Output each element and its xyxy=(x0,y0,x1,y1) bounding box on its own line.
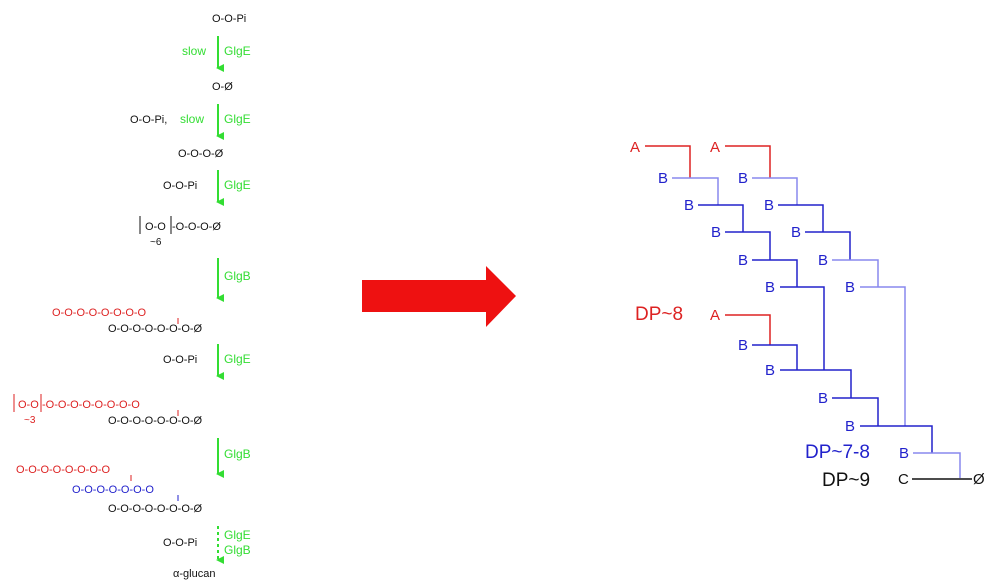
final-product: α-glucan xyxy=(173,568,215,580)
b-link-3 xyxy=(698,204,744,232)
step2-product: O-O-O-Ø xyxy=(178,148,224,160)
step6-enzyme: GlgB xyxy=(224,447,251,461)
dp-red-label: DP~8 xyxy=(635,304,683,325)
label-b-13: B xyxy=(818,390,828,407)
step3-enzyme: GlgE xyxy=(224,178,251,192)
step1-enzyme: GlgE xyxy=(224,44,251,58)
step3-substrate: O-O-Pi xyxy=(163,180,197,192)
step7-substrate: O-O-Pi xyxy=(163,537,197,549)
b-link-15 xyxy=(913,452,961,478)
step6-main: O-O-O-O-O-O-O-Ø xyxy=(108,503,203,515)
left-pathway: O-O-Pi slow GlgE O-Ø O-O-Pi, slow GlgE O… xyxy=(13,13,251,580)
label-a-1: A xyxy=(630,139,640,156)
a-chain-2 xyxy=(725,145,771,178)
dp-blue-label: DP~7-8 xyxy=(805,442,870,463)
step2-rate: slow xyxy=(180,112,204,126)
step7-enzyme2: GlgB xyxy=(224,543,251,557)
step2-enzyme: GlgE xyxy=(224,112,251,126)
step5-branch: -O-O-O-O-O-O-O-O xyxy=(42,399,140,411)
label-b-5: B xyxy=(711,224,721,241)
label-b-8: B xyxy=(818,252,828,269)
step6-blue-chain: O-O-O-O-O-O-O xyxy=(72,484,154,496)
label-b-14: B xyxy=(845,418,855,435)
label-c: C xyxy=(898,471,909,488)
step4-main: O-O-O-O-O-O-O-Ø xyxy=(108,323,203,335)
b-link-5 xyxy=(725,231,771,260)
label-b-4: B xyxy=(764,197,774,214)
b-link-9 xyxy=(780,286,825,370)
label-b-15: B xyxy=(899,445,909,462)
step5-count: ~3 xyxy=(24,415,36,426)
step7-enzyme1: GlgE xyxy=(224,528,251,542)
tree-labels: A A A B B B B B B B B B B B B B B B C Ø … xyxy=(630,139,985,491)
step1-product: O-Ø xyxy=(212,81,233,93)
step2-substrate: O-O-Pi, xyxy=(130,114,167,126)
b-link-7 xyxy=(752,259,798,287)
step3-block: O-O xyxy=(145,221,166,233)
b-link-10 xyxy=(860,286,906,426)
label-a-2: A xyxy=(710,139,720,156)
label-b-10: B xyxy=(845,279,855,296)
label-b-6: B xyxy=(791,224,801,241)
branch-tree xyxy=(645,145,972,480)
step5-enzyme: GlgE xyxy=(224,352,251,366)
b-link-4 xyxy=(778,204,824,232)
b-link-2 xyxy=(752,177,798,205)
step1-rate: slow xyxy=(182,44,206,58)
label-b-1: B xyxy=(658,170,668,187)
step5-block: O-O xyxy=(18,399,39,411)
step5-substrate: O-O-Pi xyxy=(163,354,197,366)
label-b-3: B xyxy=(684,197,694,214)
a-chain-1 xyxy=(645,145,691,178)
b-link-11 xyxy=(752,344,798,370)
step1-substrate: O-O-Pi xyxy=(212,13,246,25)
label-b-2: B xyxy=(738,170,748,187)
label-a-3: A xyxy=(710,307,720,324)
b-link-8 xyxy=(832,259,879,287)
step5-main: O-O-O-O-O-O-O-Ø xyxy=(108,415,203,427)
a-chain-3 xyxy=(725,314,771,345)
dp-black-label: DP~9 xyxy=(822,470,870,491)
label-b-12: B xyxy=(765,362,775,379)
step6-red-chain: O-O-O-O-O-O-O-O xyxy=(16,464,111,476)
b-link-14 xyxy=(860,425,933,453)
b-link-1 xyxy=(672,177,719,205)
b-link-6 xyxy=(805,231,851,260)
b-link-13 xyxy=(832,397,879,426)
b-link-12 xyxy=(780,369,852,398)
label-b-9: B xyxy=(765,279,775,296)
label-b-7: B xyxy=(738,252,748,269)
step4-branch: O-O-O-O-O-O-O-O xyxy=(52,307,147,319)
transition-arrow xyxy=(362,266,516,327)
reducing-end: Ø xyxy=(973,471,985,488)
label-b-11: B xyxy=(738,337,748,354)
step4-enzyme: GlgB xyxy=(224,269,251,283)
step3-tail: -O-O-O-Ø xyxy=(172,221,221,233)
step3-count: ~6 xyxy=(150,237,162,248)
